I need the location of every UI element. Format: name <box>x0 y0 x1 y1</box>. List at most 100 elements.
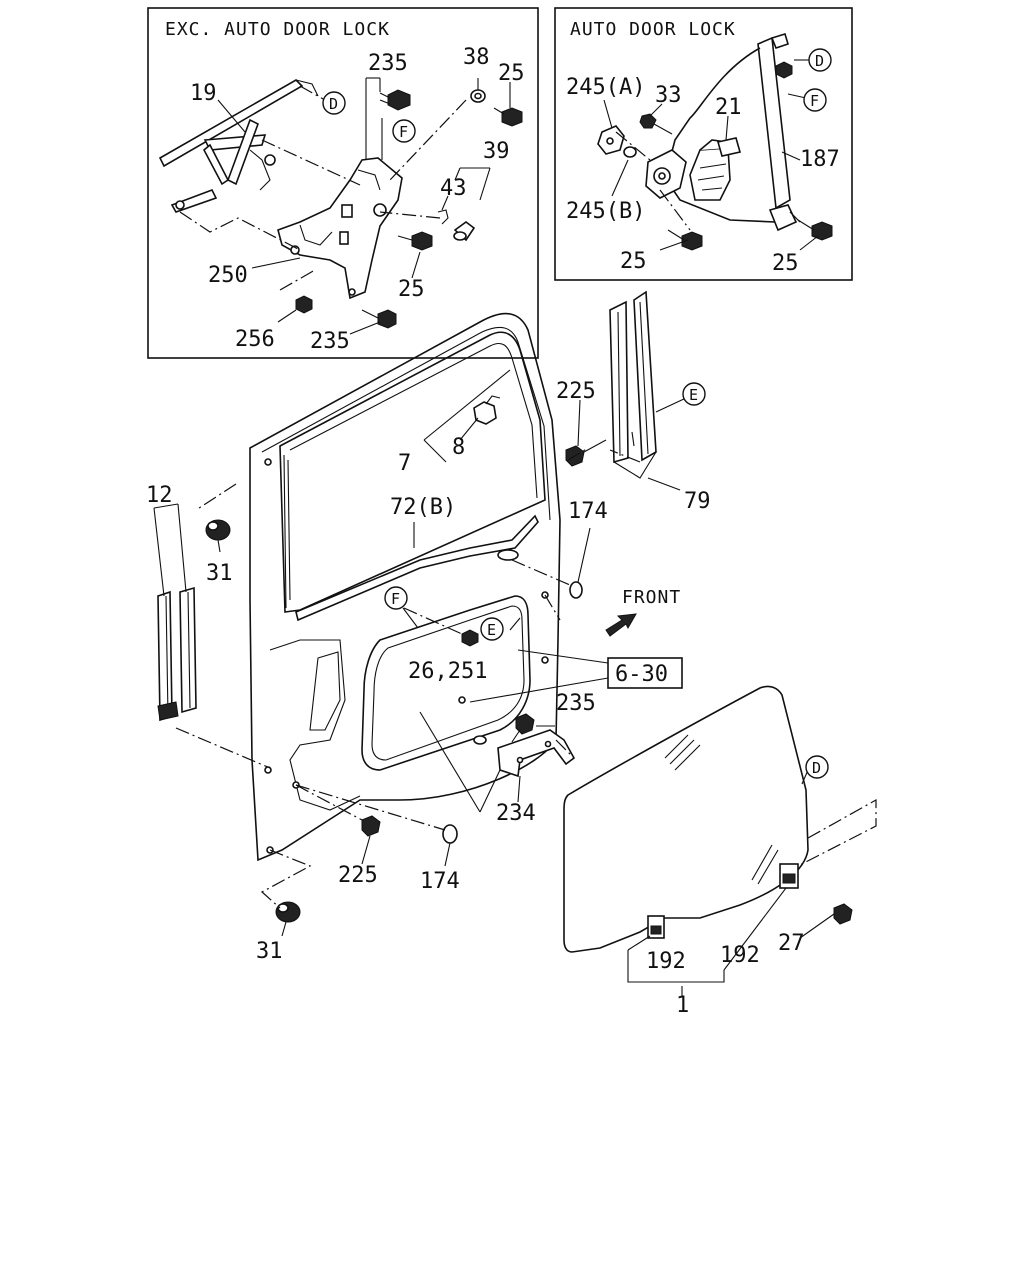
glass-run-channel-79 <box>609 290 657 479</box>
inset-title-auto: AUTO DOOR LOCK <box>570 19 736 40</box>
door-window-frame <box>279 331 546 613</box>
clip-43 <box>437 209 449 225</box>
label-192-right: 192 <box>720 943 760 968</box>
leaders-exc <box>217 77 511 335</box>
leaders-main <box>153 369 835 996</box>
label-25-top: 25 <box>498 61 525 86</box>
bracket-245a <box>597 125 625 155</box>
regulator-rail-187 <box>757 32 798 232</box>
leader-dash-256 <box>279 269 316 291</box>
leaders-auto <box>603 59 819 251</box>
bolt-235-top <box>379 89 411 111</box>
svg-text:D: D <box>329 95 338 113</box>
svg-text:F: F <box>391 590 400 608</box>
label-26-251: 26,251 <box>408 659 487 684</box>
label-72b: 72(B) <box>390 495 456 520</box>
callout-F-exc: F <box>392 119 416 143</box>
label-187: 187 <box>800 147 840 172</box>
leader-dash-auto-b <box>659 189 691 231</box>
svg-text:F: F <box>399 123 408 141</box>
nut-26-251 <box>461 629 479 647</box>
label-235-main: 235 <box>556 691 596 716</box>
bolt-25-left <box>667 229 703 251</box>
label-225-lower: 225 <box>338 863 378 888</box>
plug-174-upper <box>569 581 583 599</box>
label-33: 33 <box>655 83 682 108</box>
bumper-31-upper <box>205 519 231 541</box>
svg-text:E: E <box>689 386 698 404</box>
label-31-upper: 31 <box>206 561 233 586</box>
bumper-31-lower <box>275 901 301 923</box>
door-panel-main <box>249 312 561 862</box>
callout-D-glass: D <box>805 755 829 779</box>
leader-dash-38 <box>389 99 467 181</box>
svg-text:E: E <box>487 621 496 639</box>
bracket-234 <box>497 729 576 778</box>
front-direction-arrow <box>605 613 637 637</box>
label-21: 21 <box>715 95 742 120</box>
label-256: 256 <box>235 327 275 352</box>
label-192-left: 192 <box>646 949 686 974</box>
label-79: 79 <box>684 489 711 514</box>
label-38: 38 <box>463 45 490 70</box>
regulator-arm-assembly <box>170 118 276 213</box>
leader-dash-auto-c <box>789 211 801 223</box>
label-174-upper: 174 <box>568 499 608 524</box>
svg-text:D: D <box>815 52 824 70</box>
label-12: 12 <box>146 483 173 508</box>
label-39: 39 <box>483 139 510 164</box>
label-25-auto-right: 25 <box>772 251 799 276</box>
inset-exc-auto-door-lock: EXC. AUTO DOOR LOCK <box>147 7 539 359</box>
leader-dash-bracket <box>179 211 301 251</box>
label-7: 7 <box>398 451 411 476</box>
motor-21 <box>645 137 742 201</box>
callout-E-door: E <box>480 617 504 641</box>
dash-lines-main <box>175 447 877 909</box>
label-250: 250 <box>208 263 248 288</box>
label-8: 8 <box>452 435 465 460</box>
bolt-25-top <box>493 107 523 127</box>
door-outer-shell <box>249 312 561 862</box>
bolt-25-right <box>797 219 833 241</box>
label-1: 1 <box>676 993 689 1018</box>
svg-text:D: D <box>812 759 821 777</box>
plug-174-lower <box>442 824 458 844</box>
leader-dash-43 <box>379 211 441 219</box>
division-bar-12 <box>157 586 197 722</box>
label-234: 234 <box>496 801 536 826</box>
beltline-72b <box>295 514 539 622</box>
label-19: 19 <box>190 81 217 106</box>
callout-D-auto: D <box>808 48 832 72</box>
callout-D-exc: D <box>322 91 346 115</box>
knob-39 <box>453 221 476 242</box>
regulator-rail-19 <box>158 79 326 168</box>
nut-256 <box>295 295 313 314</box>
bolt-27 <box>833 903 853 925</box>
label-245a: 245(A) <box>566 75 645 100</box>
inset-auto-door-lock: AUTO DOOR LOCK <box>554 7 853 281</box>
svg-text:F: F <box>810 92 819 110</box>
bolt-235-main <box>511 713 535 743</box>
regulator-bracket-250 <box>277 157 403 300</box>
label-25-mid: 25 <box>398 277 425 302</box>
label-43: 43 <box>440 176 467 201</box>
nut-245b <box>623 146 637 158</box>
bolt-33 <box>639 113 673 135</box>
reference-6-30-label[interactable]: 6-30 <box>615 662 668 687</box>
label-235-top: 235 <box>368 51 408 76</box>
bolt-225-upper <box>565 439 607 467</box>
clip-8 <box>473 395 501 425</box>
front-label: FRONT <box>622 587 681 608</box>
reference-box-6-30[interactable]: 6-30 <box>607 657 683 689</box>
label-225-upper: 225 <box>556 379 596 404</box>
label-31-lower: 31 <box>256 939 283 964</box>
label-245b: 245(B) <box>566 199 645 224</box>
callout-E-channel: E <box>682 382 706 406</box>
leader-dash-19 <box>261 139 361 186</box>
label-235-bottom: 235 <box>310 329 350 354</box>
door-inner-opening <box>361 595 531 771</box>
washer-38 <box>470 89 486 103</box>
bolt-225-lower <box>361 815 381 837</box>
bolt-235-bottom <box>361 309 397 329</box>
